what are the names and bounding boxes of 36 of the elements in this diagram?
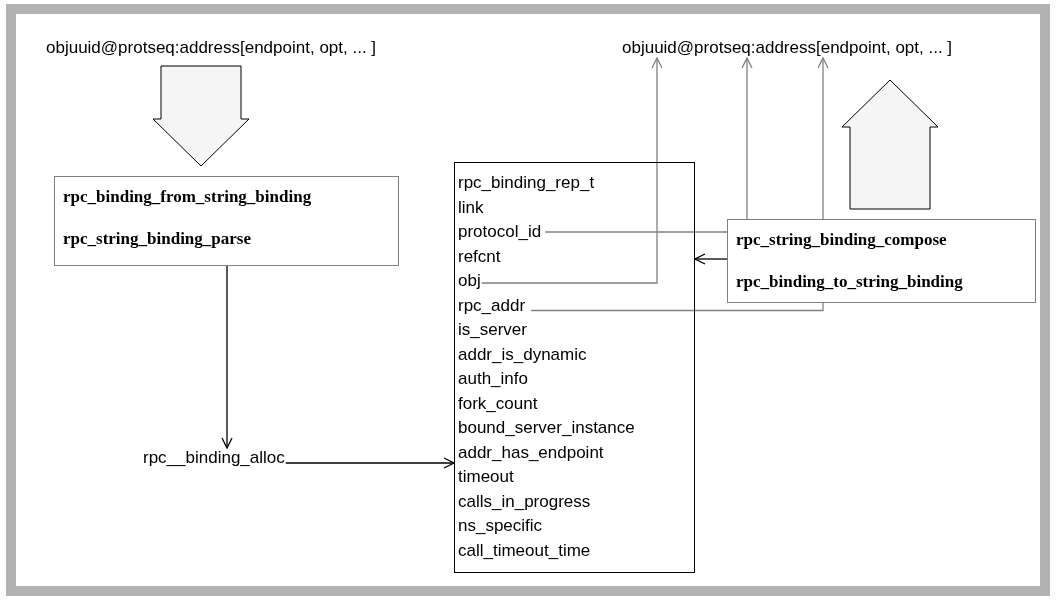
field-name: addr_has_endpoint [458,442,604,463]
function-box [54,176,399,266]
field-name: refcnt [458,246,501,267]
function-box [727,219,1036,303]
connector-line [544,231,728,233]
field-name: link [458,197,484,218]
field-name: obj [458,271,481,291]
arrow [694,253,728,265]
field-name: timeout [458,467,514,487]
arrow [741,57,753,220]
block-arrow [841,79,939,210]
field-name: auth_info [458,369,528,389]
arrow [817,57,829,220]
field-name: is_server [458,320,527,340]
arrow [481,57,663,284]
field-name: bound_server_instance [458,418,635,438]
field-name: addr_is_dynamic [458,344,587,365]
address-string: objuuid@protseq:address[endpoint, opt, ... ] [46,38,377,58]
struct-box [454,162,695,573]
function-name: rpc_string_binding_compose [736,230,948,250]
field-name: calls_in_progress [458,491,591,512]
address-string: objuuid@protseq:address[endpoint, opt, ... ] [622,38,953,58]
function-name: rpc_binding_from_string_binding [63,187,313,207]
function-name: rpc__binding_alloc [143,448,285,468]
field-name: fork_count [458,393,538,414]
field-name: protocol_id [458,222,542,242]
field-name: rpc_addr [458,295,526,316]
arrow [285,457,455,469]
arrow [221,265,233,449]
function-name: rpc_string_binding_parse [63,229,252,249]
field-name: call_timeout_time [458,540,591,561]
field-name: ns_specific [458,516,543,536]
connector-line [530,302,824,312]
block-arrow [152,65,250,167]
field-name: rpc_binding_rep_t [458,173,595,193]
function-name: rpc_binding_to_string_binding [736,272,964,292]
